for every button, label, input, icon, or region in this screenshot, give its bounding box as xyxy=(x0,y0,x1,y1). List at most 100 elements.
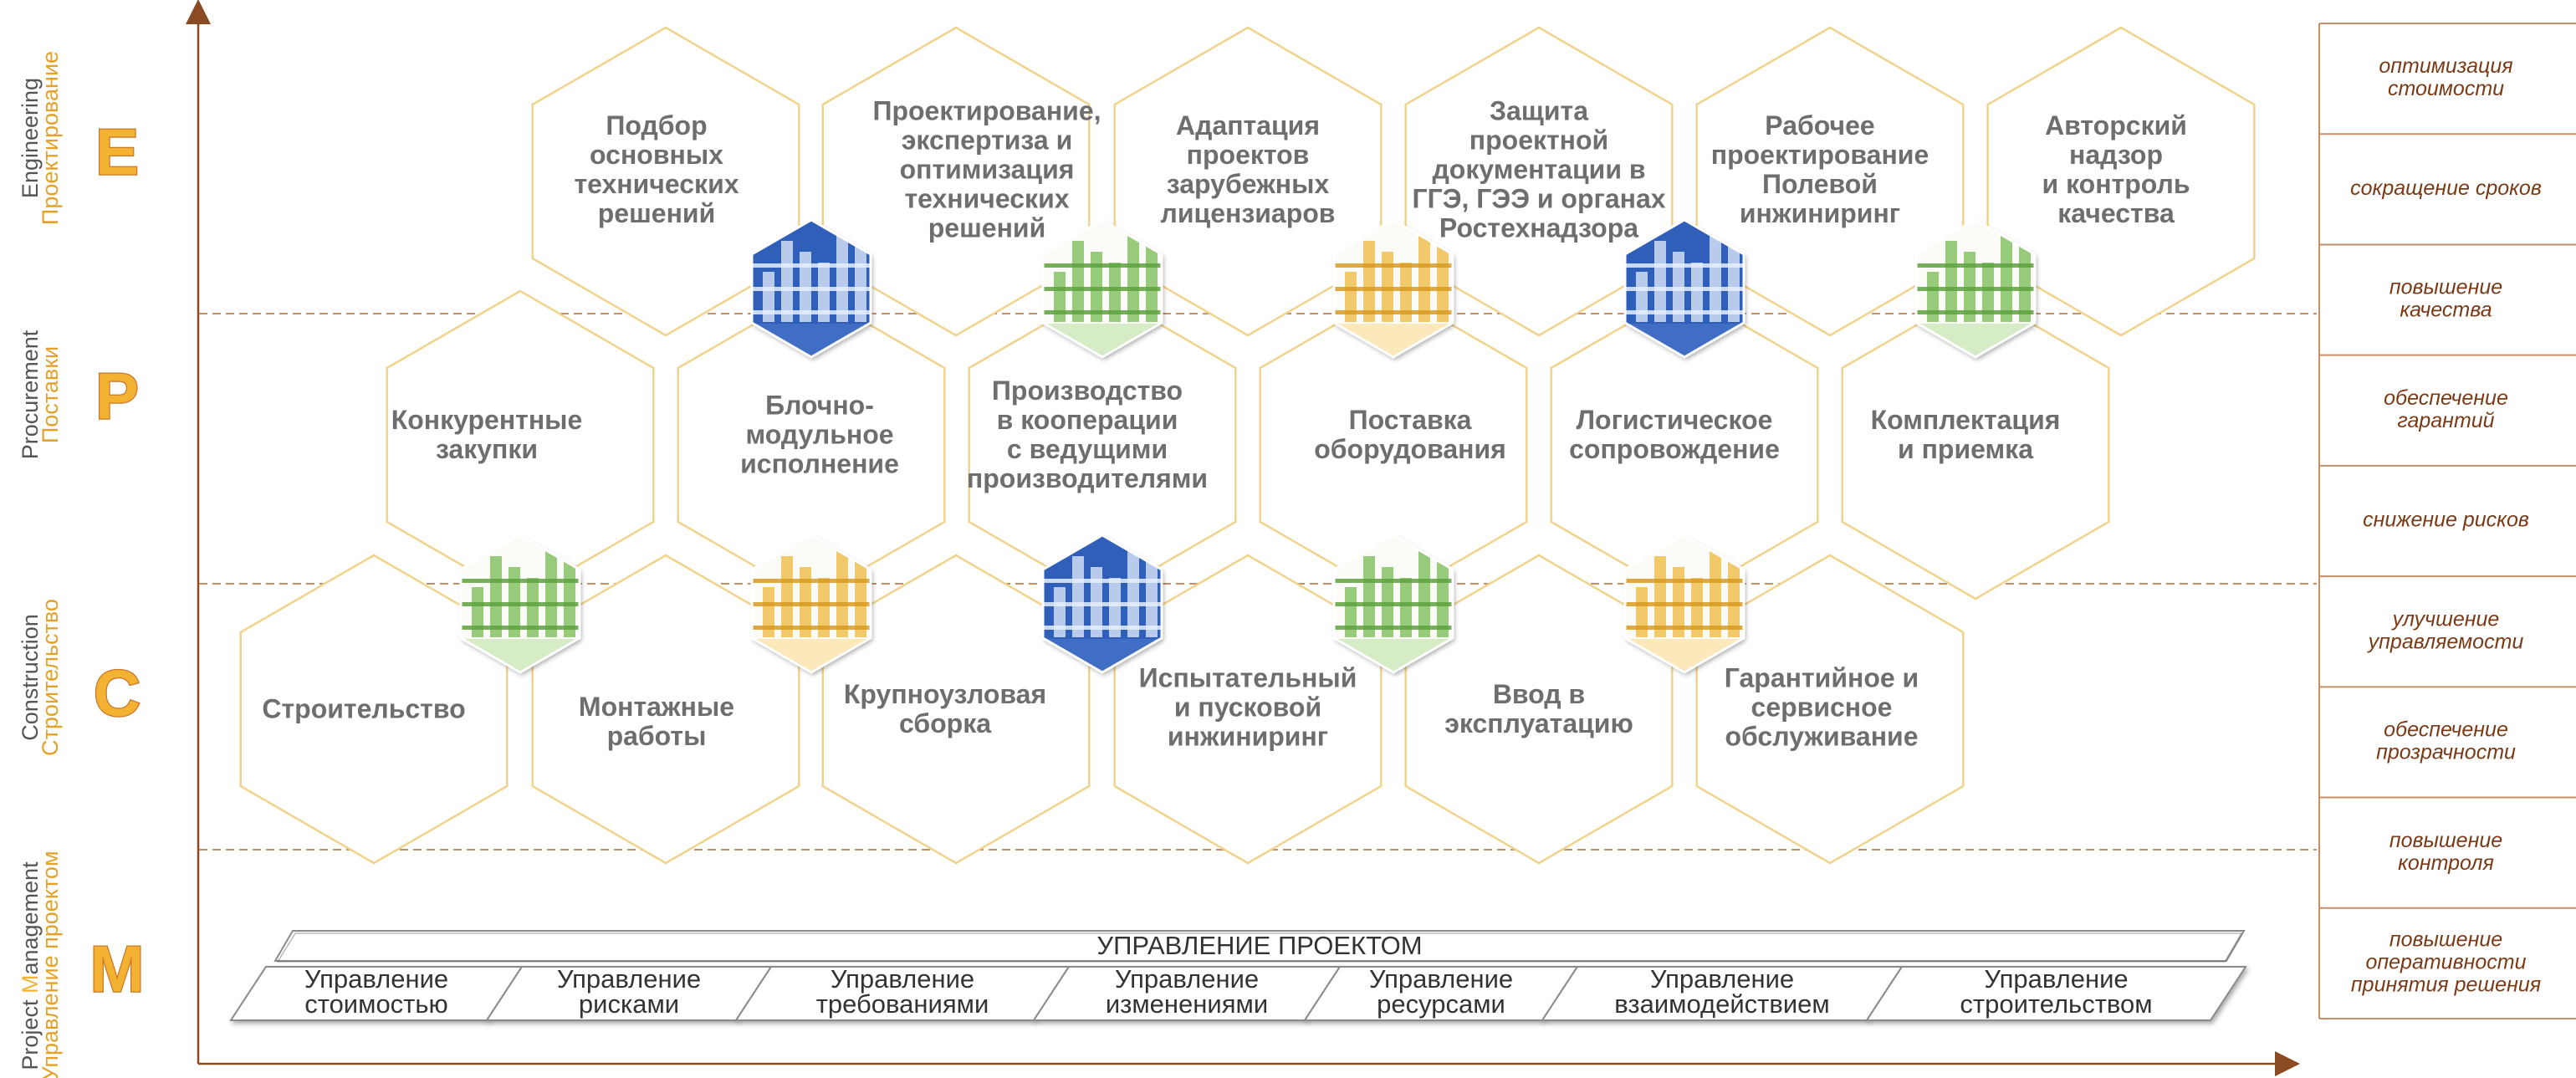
pm-item-label-line: Управление xyxy=(1650,964,1794,994)
hex-label-engineering-line: экспертиза и xyxy=(902,125,1073,155)
hex-label-construction-line: инжиниринг xyxy=(1168,721,1328,751)
hex-label-construction-line: Строительство xyxy=(262,693,465,723)
hex-tile-engineering xyxy=(1404,26,1674,337)
hex-label-engineering-line: Полевой xyxy=(1762,169,1878,199)
benefit-label-line: контроля xyxy=(2398,851,2494,875)
hex-label-engineering-line: Рабочее xyxy=(1765,110,1874,140)
row-english-part: M xyxy=(18,975,43,994)
hex-label-construction-line: обслуживание xyxy=(1725,721,1919,751)
row-english-part: anagement xyxy=(18,861,43,975)
hex-label-engineering-line: основных xyxy=(590,140,723,170)
pm-item-label-line: Управление xyxy=(1115,964,1259,994)
pm-title-bar xyxy=(273,930,2246,962)
hex-label-engineering-line: лицензиаров xyxy=(1161,198,1336,228)
hex-label-engineering-line: технических xyxy=(574,169,739,199)
hex-label-engineering-line: и контроль xyxy=(2042,169,2190,199)
hex-label-construction-line: Ввод в xyxy=(1493,679,1585,709)
row-russian-label: Строительство xyxy=(38,599,63,756)
row-english-label: Construction xyxy=(18,614,43,741)
hex-label-procurement-line: производителями xyxy=(967,463,1208,493)
benefit-label-line: сокращение сроков xyxy=(2350,176,2542,200)
pm-title: УПРАВЛЕНИЕ ПРОЕКТОМ xyxy=(1096,931,1422,960)
hex-label-engineering-line: качества xyxy=(2057,198,2175,228)
control-cabinet-photo-icon xyxy=(1041,534,1163,674)
benefits-column xyxy=(2318,23,2576,1019)
hex-label-engineering-line: Защита xyxy=(1490,95,1588,125)
hex-label-procurement-line: сопровождение xyxy=(1569,434,1780,464)
hex-label-construction-line: Гарантийное и xyxy=(1725,662,1919,692)
pm-item-box xyxy=(1865,966,2247,1021)
project-management-band: УПРАВЛЕНИЕ ПРОЕКТОМ xyxy=(229,930,2247,1021)
row-letter: C xyxy=(94,657,141,730)
hex-label-procurement-line: модульное xyxy=(745,419,893,449)
hex-label-procurement-line: Поставка xyxy=(1349,405,1472,435)
hex-label-procurement-line: Производство xyxy=(992,376,1183,406)
green-module-photo-icon xyxy=(1041,218,1163,359)
hex-label-engineering-line: оптимизация xyxy=(900,154,1075,184)
hex-label-engineering-line: Подбор xyxy=(606,110,707,140)
hex-tile-engineering xyxy=(1695,26,1965,337)
hex-label-construction-line: эксплуатацию xyxy=(1444,708,1633,738)
row-english-label: Procurement xyxy=(18,330,43,459)
benefit-label-line: снижение рисков xyxy=(2363,508,2529,532)
row-russian-label: Управление проектом xyxy=(38,851,63,1078)
hex-label-engineering-line: проектов xyxy=(1187,140,1310,170)
hex-label-engineering-line: проектирование xyxy=(1711,140,1929,170)
hex-label-construction-line: сервисное xyxy=(1751,692,1893,722)
pm-item-label-line: Управление xyxy=(831,964,974,994)
hex-label-procurement-line: оборудования xyxy=(1314,434,1506,464)
hex-label-procurement-line: Блочно- xyxy=(765,390,874,420)
hex-label-engineering-line: решений xyxy=(928,212,1045,243)
pm-item-label-line: Управление xyxy=(557,964,701,994)
hex-label-engineering-line: Адаптация xyxy=(1176,110,1320,140)
hex-label-construction-line: сборка xyxy=(899,708,991,738)
benefit-label-line: стоимости xyxy=(2388,77,2504,100)
hex-label-procurement-line: Комплектация xyxy=(1871,405,2061,435)
hex-label-procurement-line: исполнение xyxy=(740,448,899,478)
process-unit-photo-icon xyxy=(750,218,872,359)
hex-label-procurement-line: с ведущими xyxy=(1007,434,1168,464)
hex-tile-engineering xyxy=(1113,26,1383,337)
benefit-label: снижение рисков xyxy=(2363,508,2529,532)
benefit-label-line: улучшение xyxy=(2391,607,2500,631)
hex-label-procurement-line: Конкурентные xyxy=(391,405,583,435)
benefit-label-line: оптимизация xyxy=(2379,54,2512,78)
hex-label-procurement-line: в кооперации xyxy=(997,405,1178,435)
row-letter: P xyxy=(95,360,139,433)
pm-item-label-line: рисками xyxy=(579,989,679,1019)
row-russian-label: Поставки xyxy=(38,346,63,443)
benefit-label-line: качества xyxy=(2400,299,2492,322)
hex-label-construction-line: Монтажные xyxy=(579,692,734,722)
benefit-label-line: прозрачности xyxy=(2376,741,2516,764)
hex-tile-engineering xyxy=(821,26,1091,337)
hex-row-engineering xyxy=(531,26,2256,337)
hex-label-construction-line: Испытательный xyxy=(1139,662,1357,692)
pm-item-label-line: стоимостью xyxy=(304,989,448,1019)
cooling-tower-photo-icon xyxy=(1332,534,1454,674)
hex-tile-procurement xyxy=(1841,289,2110,600)
hex-label-engineering-line: инжиниринг xyxy=(1740,198,1900,228)
